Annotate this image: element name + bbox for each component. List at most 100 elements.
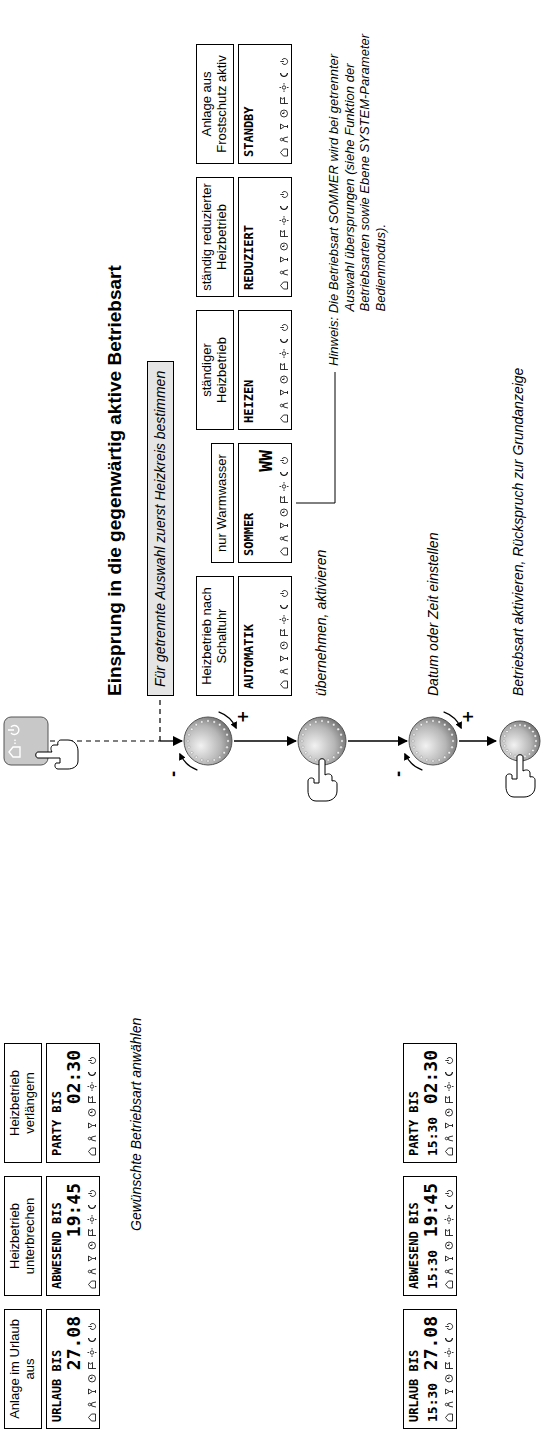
status-icon (89, 1363, 97, 1369)
status-icon (280, 403, 288, 408)
status-icon (280, 192, 287, 198)
display-value: 19:45 (64, 1183, 85, 1237)
status-icon (88, 1215, 97, 1224)
flow-arrow (234, 740, 296, 741)
status-icon (446, 1205, 453, 1209)
rotary-knob (409, 717, 457, 765)
status-icon (89, 1414, 96, 1421)
status-icon (280, 349, 289, 358)
status-icon (281, 472, 288, 476)
display-text: ABWESEND BIS (50, 1183, 64, 1289)
display-icons (444, 1050, 454, 1156)
status-icon (281, 376, 288, 383)
status-icon (281, 523, 288, 528)
status-icon (446, 1072, 453, 1076)
mode-box: Heizbetrieb unterbrechen (4, 1176, 42, 1296)
status-icon (89, 1389, 96, 1394)
mode-box: Heizbetrieb verlängern (4, 1043, 42, 1163)
display-row: 15:3027.08 (421, 1316, 442, 1422)
instruction-text: Betriebsart aktivieren, Rückspruch zur G… (510, 368, 527, 696)
display-value: WW (256, 450, 277, 472)
status-icon (89, 1123, 96, 1128)
display-value: 15:30 (425, 1383, 440, 1422)
status-icon (88, 1402, 96, 1407)
status-icon (280, 83, 289, 92)
status-icon (281, 149, 288, 156)
display-text: STANDBY (242, 51, 256, 157)
status-icon (280, 137, 288, 142)
status-icon (88, 1348, 97, 1357)
lcd-display: URLAUB BIS15:3027.08 (403, 1309, 457, 1429)
turn-arrow (405, 754, 422, 770)
display-text: PARTY BIS (50, 1050, 64, 1156)
status-icon (88, 1082, 97, 1091)
dashed-line (159, 697, 160, 741)
lcd-display: URLAUB BIS27.08 (46, 1309, 100, 1429)
display-text: PARTY BIS (407, 1050, 421, 1156)
status-icon (446, 1230, 454, 1236)
status-icon (281, 243, 288, 250)
status-icon (446, 1414, 453, 1421)
status-icon (281, 497, 289, 503)
status-icon (280, 59, 287, 65)
status-icon (88, 1136, 96, 1141)
hint-note: Hinweis: Die Betriebsart SOMMER wird bei… (326, 14, 388, 366)
mode-box: Anlage aus Frostschutz aktiv (196, 44, 234, 164)
display-row: 27.08 (64, 1316, 85, 1422)
status-icon (445, 1348, 454, 1357)
status-icon (446, 1109, 453, 1116)
status-icon (281, 257, 288, 262)
lcd-display: REDUZIERT (238, 177, 292, 297)
display-value: 15:30 (425, 1117, 440, 1156)
mode-text: Heizbetrieb unterbrechen (8, 1181, 38, 1291)
instruction-text: Gewünschte Betriebsart anwählen (128, 1018, 145, 1231)
rotary-knob (298, 717, 346, 765)
mode-text: Anlage im Urlaub aus (8, 1314, 38, 1424)
status-icon (281, 681, 288, 688)
mode-text: nur Warmwasser (215, 448, 230, 558)
display-icons (279, 317, 289, 423)
status-icon (280, 669, 288, 674)
status-icon (281, 656, 288, 661)
status-icon (281, 339, 288, 343)
display-icons (279, 51, 289, 157)
status-icon (281, 282, 288, 289)
display-icons (87, 1316, 97, 1422)
status-icon (445, 1402, 453, 1407)
display-value: 19:45 (421, 1183, 442, 1237)
knob-plus: + (461, 710, 476, 723)
display-text: REDUZIERT (242, 184, 256, 290)
display-text: HEIZEN (242, 317, 256, 423)
instruction-text: übernehmen, aktivieren (313, 550, 330, 696)
status-icon (88, 1324, 95, 1330)
pointing-hand (506, 755, 535, 797)
display-value: 02:30 (64, 1050, 85, 1104)
status-icon (281, 206, 288, 210)
knob-plus: + (236, 710, 251, 723)
status-icon (89, 1205, 96, 1209)
status-icon (280, 458, 287, 464)
turn-arrow (444, 712, 461, 728)
display-text: SOMMER (242, 450, 256, 556)
status-icon (445, 1191, 452, 1197)
lcd-display: AUTOMATIK (238, 576, 292, 696)
status-icon (281, 110, 288, 117)
status-icon (445, 1058, 452, 1064)
display-text: AUTOMATIK (242, 583, 256, 689)
mode-text: Anlage aus Frostschutz aktiv (200, 49, 230, 159)
rotary-knob (184, 717, 232, 765)
flow-arrow (160, 740, 182, 741)
status-icon (281, 630, 289, 636)
display-icons (444, 1183, 454, 1289)
leader-line (296, 372, 335, 503)
status-icon (281, 124, 288, 129)
mode-text: Heizbetrieb verlängern (8, 1048, 38, 1158)
mode-box: nur Warmwasser (211, 443, 234, 563)
status-icon (89, 1072, 96, 1076)
mode-text: Heizbetrieb nach Schaltuhr (200, 581, 230, 691)
selection-note-box: Für getrennte Auswahl zuerst Heizkreis b… (147, 361, 174, 696)
status-icon (89, 1242, 96, 1249)
display-row: 19:45 (64, 1183, 85, 1289)
status-icon (89, 1230, 97, 1236)
